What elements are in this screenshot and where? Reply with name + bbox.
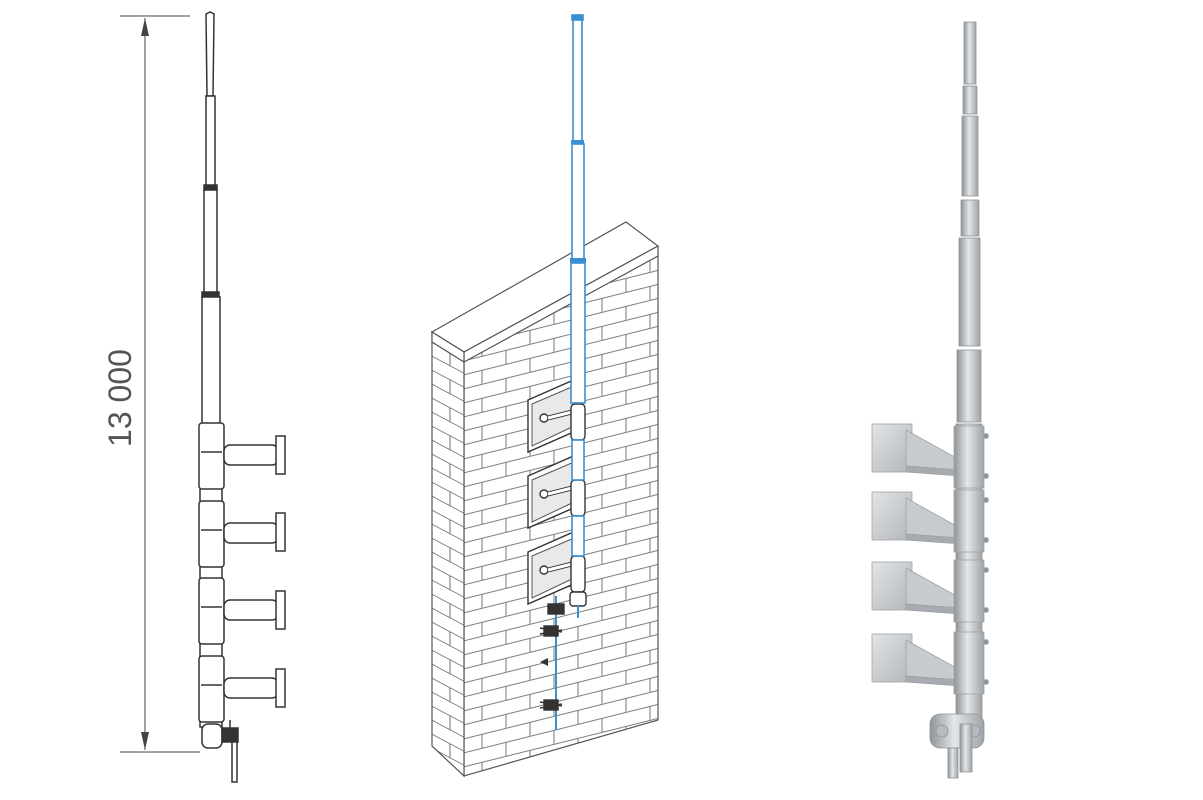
mount-bracket	[871, 631, 989, 695]
mount-bracket	[198, 500, 286, 568]
mast-section-1	[205, 95, 216, 189]
mount-bracket	[871, 423, 989, 489]
side-elevation-view: 13 000	[102, 11, 286, 783]
mast-tip	[205, 11, 215, 97]
height-dimension-label: 13 000	[102, 349, 138, 447]
wall-mounted-view	[430, 14, 660, 778]
mount-bracket	[198, 577, 286, 645]
mast-section-3	[201, 296, 221, 428]
mount-bracket	[198, 422, 286, 490]
mast-section-3	[961, 115, 979, 197]
brick-wall-side	[431, 330, 465, 778]
photo-render-view	[871, 21, 989, 779]
mount-bracket	[198, 655, 286, 723]
mast-section-4	[960, 199, 980, 237]
wall-plate	[527, 452, 586, 530]
down-conductor	[539, 591, 587, 730]
mast-section-2	[203, 189, 218, 295]
mount-bracket	[871, 559, 989, 623]
ground-clamp	[929, 713, 985, 779]
mast-section-5	[958, 237, 981, 347]
wall-plate	[527, 376, 586, 454]
wall-coping-side	[431, 330, 465, 364]
mast-section-2	[962, 85, 978, 115]
wall-plate	[527, 528, 586, 606]
mast-section-6	[956, 349, 982, 423]
mast-section-1	[963, 21, 977, 85]
ground-clamp	[201, 720, 239, 783]
mount-bracket	[871, 489, 989, 553]
height-dimension	[120, 15, 200, 753]
mast-blue	[570, 14, 586, 557]
